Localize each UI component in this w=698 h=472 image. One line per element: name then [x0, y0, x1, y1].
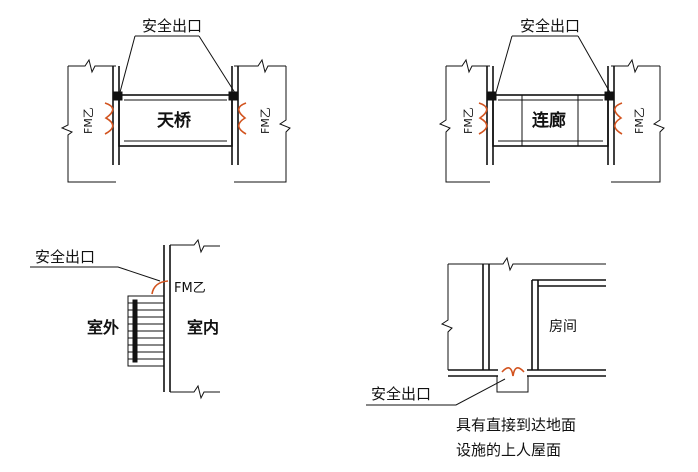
- outdoor-stair-diagram: 安全出口 FM乙 室外 室内: [30, 238, 220, 400]
- roof-note-line2: 设施的上人屋面: [456, 441, 561, 459]
- corridor-label: 连廊: [532, 110, 566, 131]
- bridge-fm-left: FM乙: [82, 107, 95, 134]
- corridor-fm-left: FM乙: [462, 107, 475, 134]
- outdoor-fm-label: FM乙: [174, 281, 206, 296]
- bridge-diagram: 安全出口 天桥 FM乙 FM乙: [60, 17, 291, 183]
- corridor-right-door-icon: [613, 102, 623, 135]
- outdoor-door-icon: [151, 280, 169, 295]
- outdoor-exterior-wall: [163, 245, 171, 392]
- bridge-right-building: [234, 58, 291, 183]
- corridor-right-building: [611, 58, 665, 183]
- bridge-fm-right: FM乙: [259, 107, 272, 134]
- bridge-exit-leader: [118, 35, 238, 97]
- outdoor-label: 室外: [87, 318, 119, 337]
- bridge-left-wall: [112, 66, 120, 165]
- corridor-diagram: 安全出口 连廊 FM乙 FM乙: [438, 17, 665, 183]
- corridor-exit-label: 安全出口: [520, 17, 580, 35]
- corridor-right-wall: [607, 66, 615, 165]
- corridor-left-building: [438, 58, 490, 183]
- room-label: 房间: [549, 319, 577, 335]
- bridge-left-building: [60, 58, 116, 183]
- bridge-left-door-icon: [104, 102, 114, 135]
- bridge-exit-label: 安全出口: [142, 17, 202, 35]
- roof-note-line1: 具有直接到达地面: [456, 416, 576, 434]
- roof-walls: [482, 264, 606, 370]
- bridge-right-door-icon: [237, 102, 247, 135]
- roof-exit-leader: [366, 378, 506, 406]
- roof-exit-diagram: 房间 安全出口 具有直接到达地面 设施的上人屋面: [366, 256, 606, 459]
- roof-door-icon: [501, 367, 525, 377]
- roof-exit-label: 安全出口: [371, 385, 431, 403]
- stair-stringer: [132, 299, 138, 363]
- outdoor-exit-leader: [30, 266, 161, 282]
- bridge-right-wall: [231, 66, 239, 165]
- stair-treads: [128, 302, 164, 360]
- corridor-left-door-icon: [478, 102, 488, 135]
- bridge-deck: [118, 94, 233, 147]
- roof-floor-line: [448, 369, 606, 377]
- corridor-left-wall: [486, 66, 494, 165]
- corridor-fm-right: FM乙: [633, 107, 646, 134]
- roof-building-outline: [440, 256, 606, 370]
- corridor-deck: [492, 94, 609, 147]
- corridor-exit-leader: [494, 35, 613, 97]
- outdoor-exit-label: 安全出口: [35, 248, 95, 266]
- indoor-label: 室内: [187, 318, 219, 337]
- bridge-label: 天桥: [157, 111, 192, 131]
